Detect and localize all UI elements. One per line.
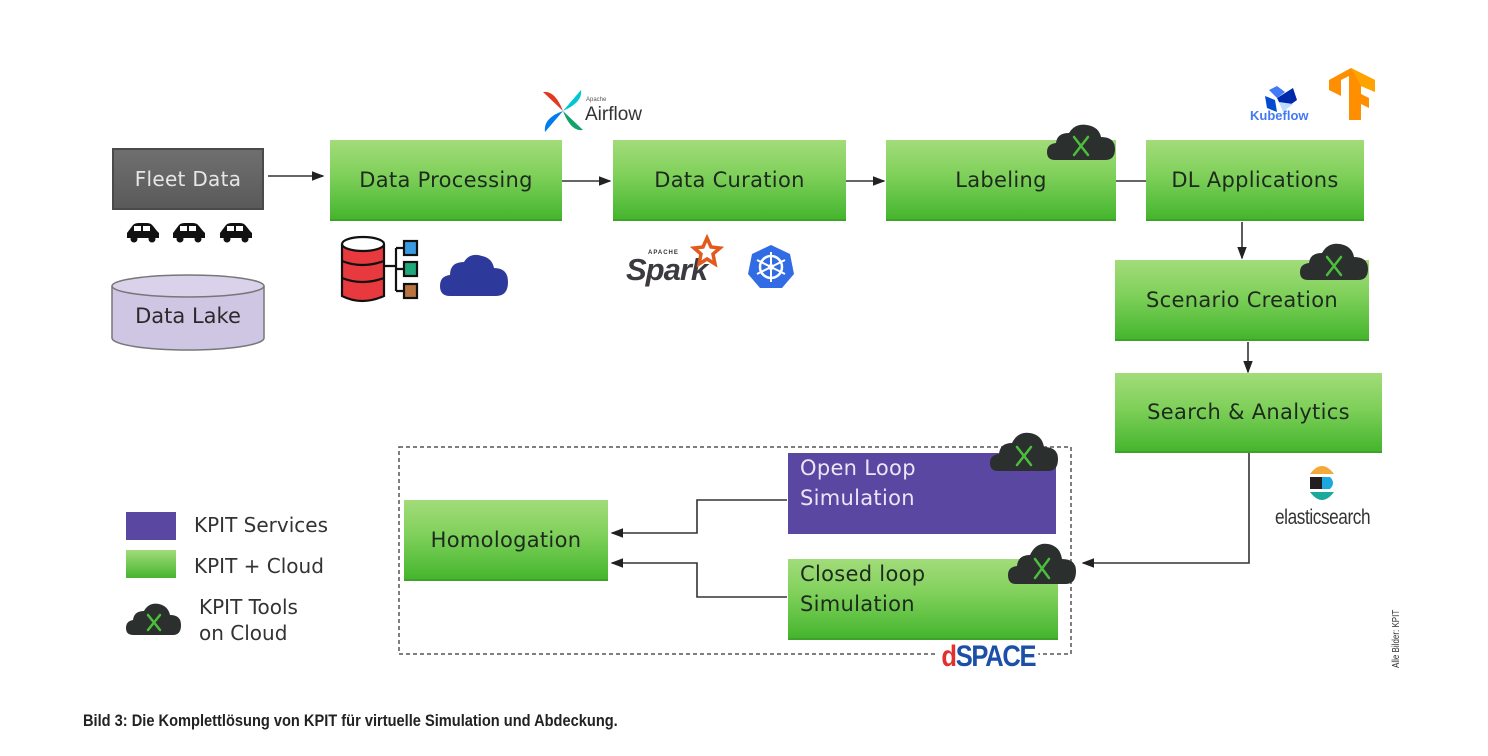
open-loop-line1: Open Loop [800,456,916,480]
node-data-curation-label: Data Curation [654,167,805,192]
kubeflow-logo: Kubeflow [1247,86,1317,126]
image-credit: Alle Bilder: KPIT [1391,609,1402,668]
legend-label-kpit-cloud: KPIT + Cloud [194,554,324,578]
tensorflow-icon [1327,68,1377,126]
legend: KPIT Services KPIT + Cloud KPIT Tools on… [126,510,366,660]
car-icon [127,223,159,243]
cloud-tools-icon [990,432,1058,471]
figure-caption: Bild 3: Die Komplettlösung von KPIT für … [83,711,618,730]
kubeflow-label: Kubeflow [1250,108,1309,123]
spark-label: Spark [626,252,708,287]
node-labeling-label: Labeling [955,167,1047,192]
node-homologation: Homologation [404,500,608,581]
node-dl-applications: DL Applications [1146,140,1364,221]
cloud-tools-icon [1008,543,1076,584]
dspace-logo: dSPACE [938,640,1039,674]
airflow-logo: Apache Airflow [541,88,651,134]
database-network-icon [340,235,422,310]
spark-small-label: APACHE [648,250,679,256]
arrow-closedloop-to-homologation [610,558,787,598]
legend-label-kpit-tools-line1: KPIT Tools [199,595,298,619]
elasticsearch-logo: elasticsearch [1268,462,1388,542]
node-labeling: Labeling [886,140,1116,221]
node-data-lake-label: Data Lake [135,304,241,328]
node-closed-loop-simulation: Closed loop Simulation [788,559,1058,640]
node-fleet-data: Fleet Data [112,148,264,210]
dspace-boundary [398,446,1072,655]
closed-loop-line1: Closed loop [800,562,926,586]
kubernetes-icon [747,243,795,293]
legend-label-kpit-services: KPIT Services [194,513,328,537]
node-data-processing: Data Processing [330,140,562,221]
legend-swatch-kpit-services [126,512,176,540]
node-scenario-creation-label: Scenario Creation [1146,287,1338,312]
airflow-small-label: Apache [586,97,607,103]
cloud-icon [440,252,510,302]
node-data-curation: Data Curation [613,140,846,221]
elasticsearch-label: elasticsearch [1275,506,1371,529]
cars [125,221,260,247]
legend-swatch-kpit-cloud [126,550,176,578]
dspace-d: d [941,640,957,673]
cloud-tools-icon [1047,124,1115,160]
legend-cloud-tools-icon [126,603,181,635]
node-homologation-label: Homologation [430,527,582,552]
node-data-lake: Data Lake [111,274,265,352]
closed-loop-line2: Simulation [800,592,915,616]
arrow-openloop-to-homologation [610,499,787,538]
arrow-search-to-closedloop [1081,453,1250,568]
dspace-space: SPACE [955,640,1037,673]
cloud-tools-icon [1300,243,1368,280]
car-icon [220,223,252,243]
spark-logo: APACHE Spark [626,233,726,290]
node-dl-applications-label: DL Applications [1171,167,1339,192]
airflow-label: Airflow [585,104,643,125]
open-loop-line2: Simulation [800,486,915,510]
node-fleet-data-label: Fleet Data [134,167,242,191]
car-icon [173,223,205,243]
legend-label-kpit-tools-line2: on Cloud [199,621,288,645]
node-search-analytics-label: Search & Analytics [1147,400,1350,424]
node-data-processing-label: Data Processing [359,167,533,192]
node-search-analytics: Search & Analytics [1115,373,1382,453]
